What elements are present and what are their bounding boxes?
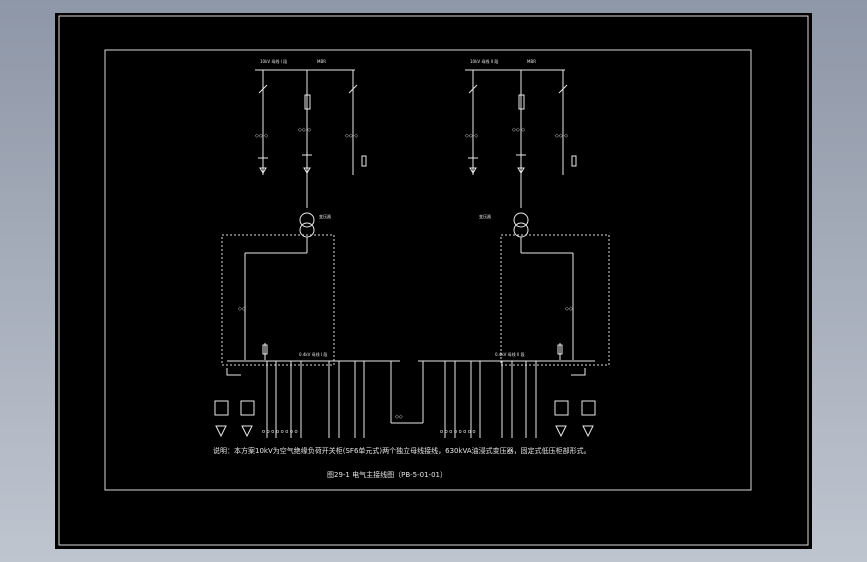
schematic-drawing: 10kV 母线 I 段 MBR ◇◇ ◇ ◇◇ ◇ 变压器 ◇◇ ◇ 10kV … [58,15,809,546]
svg-text:◇◇ ◇: ◇◇ ◇ [255,133,268,139]
svg-text:0.4kV 母线 II 段: 0.4kV 母线 II 段 [495,351,525,357]
svg-text:◇◇ ◇: ◇◇ ◇ [512,127,525,133]
svg-text:◇◇ ◇: ◇◇ ◇ [465,133,478,139]
drawing-caption: 图29-1 电气主接线图（PB-5-01-01） [327,470,447,479]
hv-section-left: 10kV 母线 I 段 MBR ◇◇ ◇ ◇◇ ◇ 变压器 ◇◇ ◇ [255,58,367,238]
hv-section-right: 10kV 母线 II 段 MBR ◇◇ ◇ ◇◇ ◇ 变压器 ◇◇ ◇ [465,58,577,238]
svg-text:o o o o o o o o: o o o o o o o o [440,429,476,435]
svg-text:10kV 母线 II 段: 10kV 母线 II 段 [470,58,498,64]
inner-frame [104,49,752,491]
bus-tie: ◇◇ [390,361,424,424]
svg-text:◇◇ ◇: ◇◇ ◇ [298,127,311,133]
svg-text:◇◇: ◇◇ [238,306,246,312]
lv-incomer-right: ◇◇ [520,237,574,360]
cad-viewport[interactable]: 10kV 母线 I 段 MBR ◇◇ ◇ ◇◇ ◇ 变压器 ◇◇ ◇ 10kV … [55,13,812,549]
svg-text:MBR: MBR [317,59,326,64]
lv-feeders-left: o o o o o o o o [214,361,365,438]
drawing-note: 说明：本方案10kV为空气绝缘负荷开关柜(SF6单元式)两个独立母线接线，630… [213,446,591,455]
svg-text:10kV 母线 I 段: 10kV 母线 I 段 [260,58,287,64]
svg-text:o o o o o o o o: o o o o o o o o [262,429,298,435]
dashed-enclosure-left [221,234,335,366]
lv-feeders-right: o o o o o o o o [440,361,596,438]
outer-frame [58,15,809,546]
svg-text:MBR: MBR [527,59,536,64]
svg-text:◇◇ ◇: ◇◇ ◇ [555,133,568,139]
svg-text:◇◇ ◇: ◇◇ ◇ [345,133,358,139]
lv-incomer-left: ◇◇ [238,237,308,360]
svg-text:变压器: 变压器 [479,213,491,219]
svg-text:◇◇: ◇◇ [565,306,573,312]
svg-text:0.4kV 母线 I 段: 0.4kV 母线 I 段 [299,351,327,357]
svg-text:◇◇: ◇◇ [395,414,403,420]
dashed-enclosure-right [500,234,610,366]
svg-text:变压器: 变压器 [319,213,331,219]
